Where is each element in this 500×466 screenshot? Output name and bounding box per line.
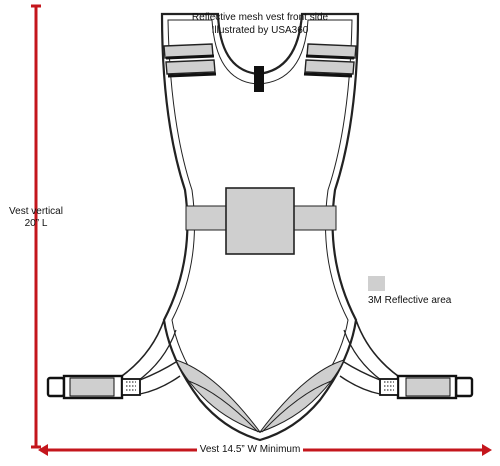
width-label: Vest 14.5” W Minimum bbox=[196, 444, 304, 455]
legend-label: 3M Reflective area bbox=[368, 295, 452, 306]
left-side-strap bbox=[46, 319, 181, 400]
vertical-label-line-2: 20” L bbox=[24, 218, 48, 229]
vertical-dimension-line bbox=[31, 4, 41, 449]
right-shoulder-stripes bbox=[303, 43, 357, 78]
center-tag bbox=[254, 66, 264, 92]
lower-reflective-bands bbox=[175, 359, 345, 434]
chest-panel bbox=[225, 187, 295, 255]
vertical-label-line-1: Vest vertical bbox=[9, 206, 63, 217]
legend-swatch bbox=[368, 276, 385, 291]
left-shoulder-stripes bbox=[163, 43, 217, 78]
title-line-2: Illustrated by USA360 bbox=[211, 25, 309, 36]
right-side-strap bbox=[339, 319, 474, 400]
title-line-1: Reflective mesh vest front side bbox=[191, 12, 329, 23]
width-label-wrap: Vest 14.5” W Minimum bbox=[0, 444, 500, 456]
